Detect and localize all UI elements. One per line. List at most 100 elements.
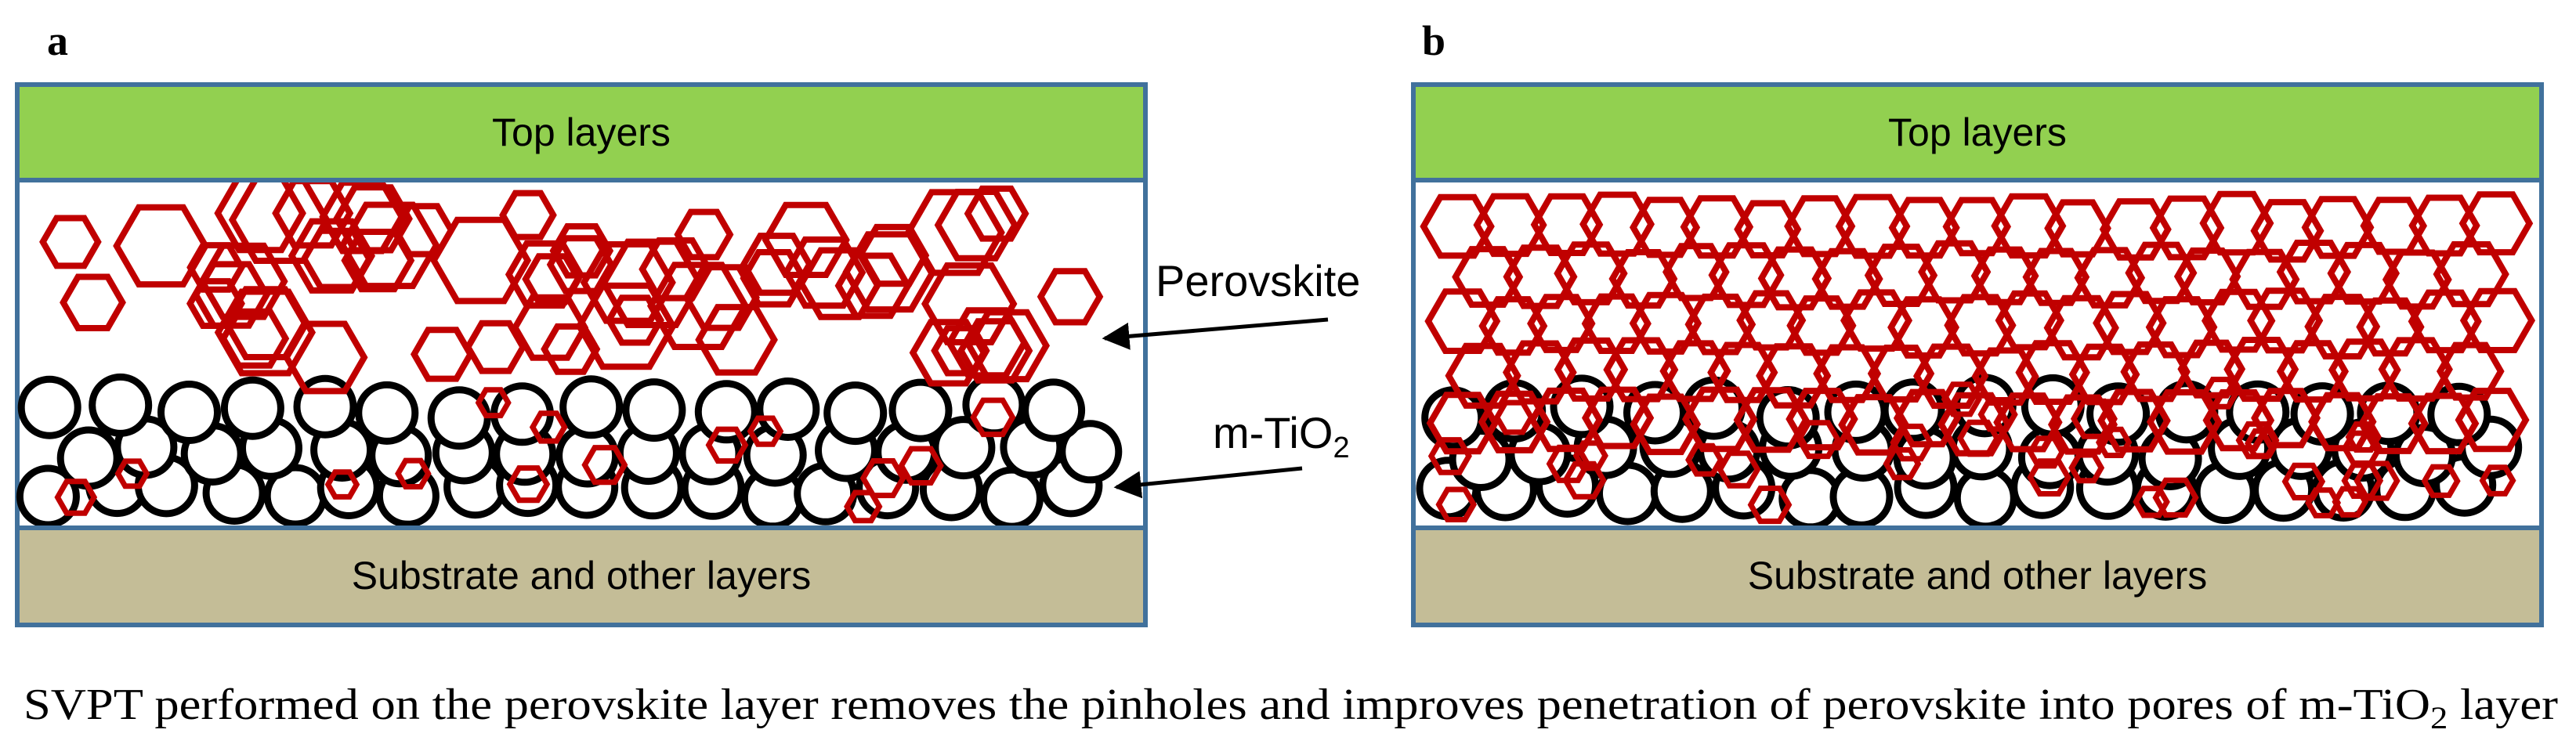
perovskite-crystal: [834, 252, 912, 320]
perovskite-crystal: [965, 309, 1051, 383]
perovskite-crystal: [909, 319, 988, 387]
perovskite-crystal: [1629, 197, 1701, 258]
pore-perovskite-crystal: [324, 469, 360, 500]
perovskite-crystal: [2043, 294, 2119, 361]
perovskite-crystal: [1942, 197, 2012, 257]
perovskite-crystal: [1608, 249, 1678, 309]
perovskite-crystal: [2408, 194, 2480, 257]
tio2-particle: [823, 381, 888, 446]
perovskite-crystal: [499, 190, 557, 240]
tio2-arrow: [1113, 466, 1303, 499]
perovskite-crystal: [2229, 248, 2300, 310]
perovskite-crystal: [1785, 388, 1858, 451]
perovskite-crystal: [1424, 288, 1501, 354]
perovskite-label: Perovskite: [1156, 256, 1360, 305]
perovskite-crystal: [2382, 249, 2452, 310]
perovskite-crystal: [605, 294, 664, 346]
perovskite-crystal: [1733, 387, 1810, 453]
perovskite-crystal: [113, 204, 209, 288]
perovskite-crystal: [2301, 196, 2375, 259]
perovskite-crystal: [1445, 342, 1521, 409]
tio2-particle: [355, 381, 419, 445]
pore-perovskite-crystal: [395, 457, 432, 489]
pore-perovskite-crystal: [2479, 464, 2516, 497]
perovskite-crystal: [2459, 287, 2536, 353]
pore-perovskite-crystal: [1883, 447, 1922, 481]
perovskite-crystal: [1912, 343, 1989, 409]
perovskite-arrow: [1102, 317, 1329, 350]
perovskite-crystal: [1995, 290, 2065, 351]
perovskite-crystal: [1991, 193, 2067, 259]
pore-perovskite-crystal: [1427, 437, 1472, 475]
pore-perovskite-crystal: [114, 458, 150, 489]
perovskite-crystal: [1734, 200, 1802, 258]
perovskite-crystal: [549, 223, 614, 279]
perovskite-crystal: [2149, 195, 2225, 261]
perovskite-crystal: [1581, 386, 1655, 450]
perovskite-crystal: [1684, 293, 1757, 356]
perovskite-crystal: [410, 327, 475, 382]
perovskite-crystal: [695, 304, 778, 376]
perovskite-crystal: [1888, 197, 1960, 259]
perovskite-crystal: [522, 253, 583, 305]
tio2-particle: [56, 426, 121, 490]
pore-perovskite-crystal: [581, 445, 628, 486]
perovskite-crystal: [2145, 296, 2218, 359]
panel-a-top-layers-band: [15, 82, 1148, 182]
panel-a-substrate-label: Substrate and other layers: [352, 554, 811, 598]
perovskite-crystal: [762, 201, 850, 278]
perovskite-crystal: [1893, 388, 1962, 448]
annotations: Perovskite m-TiO2: [1102, 256, 1360, 499]
perovskite-crystal: [2436, 341, 2505, 401]
perovskite-crystal: [2146, 388, 2223, 455]
tio2-particle: [17, 375, 81, 439]
tio2-label: m-TiO2: [1213, 408, 1350, 464]
perovskite-crystal: [2408, 392, 2480, 455]
perovskite-crystal: [2304, 294, 2381, 359]
perovskite-crystal: [2022, 247, 2090, 306]
pore-perovskite-crystal: [2152, 477, 2199, 518]
panel-letter-a: a: [47, 17, 68, 64]
perovskite-crystal: [1530, 193, 1604, 256]
pore-perovskite-crystal: [970, 397, 1016, 438]
perovskite-crystal: [1503, 244, 1578, 309]
perovskite-crystal: [60, 273, 126, 331]
perovskite-crystal: [546, 235, 615, 294]
perovskite-crystal: [2276, 240, 2352, 305]
tio2-particle: [559, 375, 624, 439]
perovskite-crystal: [1037, 268, 1104, 326]
perovskite-crystal: [1554, 241, 1628, 305]
perovskite-crystal: [2223, 337, 2299, 403]
perovskite-crystal: [1937, 392, 2012, 457]
perovskite-crystal: [1971, 347, 2039, 406]
perovskite-crystal: [2250, 199, 2325, 263]
pore-perovskite-crystal: [54, 479, 98, 516]
perovskite-crystal: [1681, 386, 1758, 453]
perovskite-crystal: [1473, 193, 1547, 258]
perovskite-crystal: [1629, 291, 1702, 355]
pore-perovskite-crystal: [859, 458, 906, 499]
perovskite-crystal: [2251, 388, 2321, 449]
perovskite-crystal: [842, 231, 937, 313]
panel-a-substrate-band: [15, 525, 1148, 627]
perovskite-crystal: [2097, 388, 2171, 453]
pore-perovskite-crystal: [2353, 460, 2401, 501]
perovskite-crystal: [2068, 343, 2140, 406]
perovskite-crystal: [1420, 193, 1495, 259]
perovskite-crystal: [1502, 340, 1577, 405]
tio2-particle: [622, 378, 686, 442]
perovskite-crystal: [2202, 389, 2275, 452]
panel-a-tio2-particles: [16, 373, 1123, 530]
perovskite-crystal: [2120, 341, 2191, 403]
pore-perovskite-crystal: [2095, 426, 2133, 458]
figure-caption: SVPT performed on the perovskite layer r…: [24, 681, 2558, 735]
tio2-particle: [756, 377, 820, 441]
perovskite-crystal: [639, 237, 713, 302]
perovskite-crystal: [1786, 295, 1857, 356]
pore-perovskite-crystal: [2027, 458, 2071, 497]
perovskite-crystal: [1630, 393, 1702, 456]
perovskite-crystal: [288, 218, 376, 294]
pore-perovskite-crystal: [2068, 452, 2105, 484]
panel-b-substrate-band: [1411, 525, 2544, 627]
